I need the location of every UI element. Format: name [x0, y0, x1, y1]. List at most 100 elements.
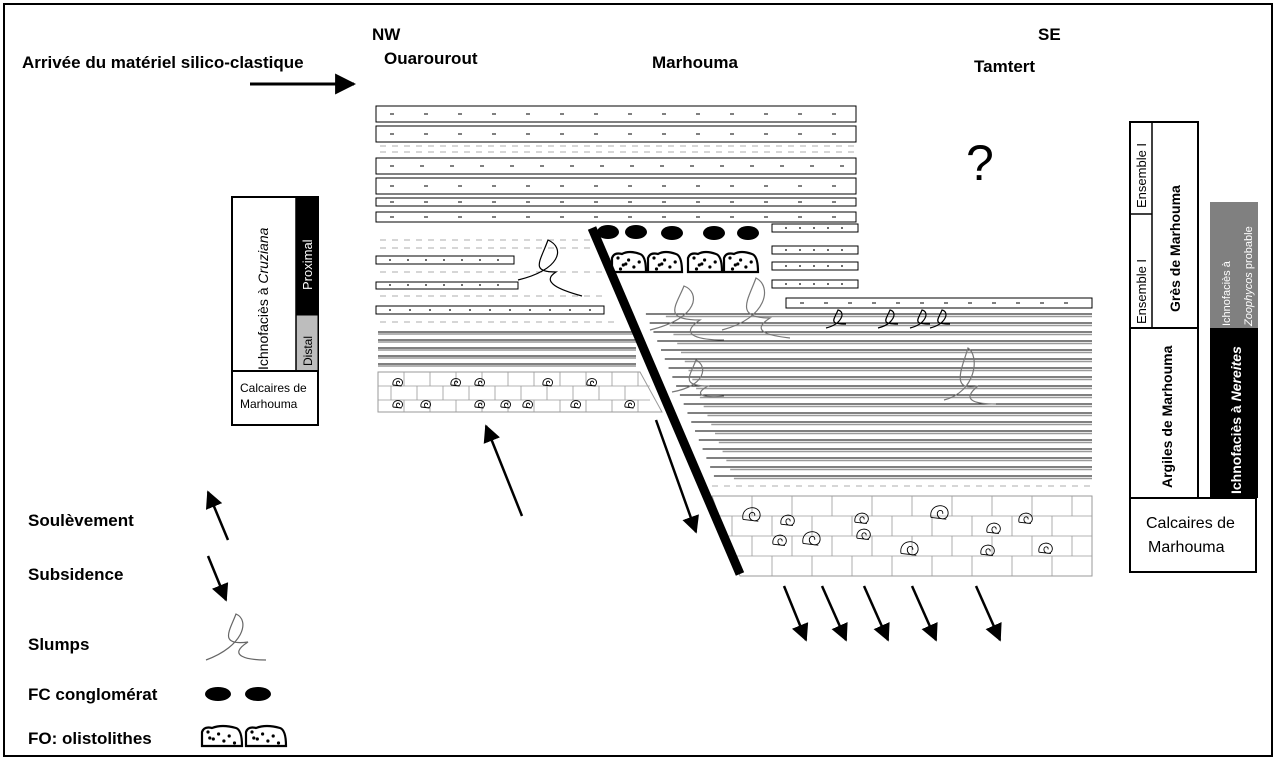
bed-dot — [799, 227, 801, 229]
subsidence-arrow-1 — [784, 586, 806, 640]
olistolith-block — [648, 252, 682, 272]
left-calcaires-line2: Marhouma — [240, 397, 298, 411]
subsidence-arrow-3 — [864, 586, 888, 640]
legend-fc-label: FC conglomérat — [28, 685, 158, 704]
unknown-question-mark: ? — [966, 135, 994, 191]
legend: Soulèvement Subsidence Slumps FC conglom… — [28, 492, 286, 748]
pebble — [661, 226, 683, 240]
bed-dot — [841, 227, 843, 229]
legend-pebble-symbol — [245, 687, 271, 701]
subsidence-arrow-5 — [976, 586, 1000, 640]
argiles-label: Argiles de Marhouma — [1159, 345, 1175, 488]
bed-dot — [785, 265, 787, 267]
olistolith-grain — [212, 737, 215, 740]
slump-marhouma-3 — [672, 360, 724, 397]
nw-block-beds — [376, 240, 636, 366]
left-ichno-column: Ichnofaciès à Cruziana Proximal Distal C… — [232, 197, 318, 425]
olistolith-grain — [217, 732, 220, 735]
ensemble-label-upper: Ensemble I — [1134, 143, 1149, 208]
pebble — [737, 226, 759, 240]
bed-dot — [785, 227, 787, 229]
olistolith-grain — [261, 732, 264, 735]
legend-subsidence-label: Subsidence — [28, 565, 123, 584]
bed-dot — [425, 284, 427, 286]
cruziana-label: Ichnofaciès à Cruziana — [255, 227, 271, 370]
zoophycos-label-line1: Ichnofaciès à — [1221, 260, 1233, 326]
legend-pebble-symbol — [205, 687, 231, 701]
olistolith-grain — [256, 737, 259, 740]
sand-bed — [772, 262, 858, 270]
olistolith-grain — [277, 741, 280, 744]
olistolith-grain — [708, 265, 711, 268]
right-litho-column: Ensemble I Ensemble I Grès de Marhouma A… — [1130, 122, 1258, 572]
bed-dot — [813, 249, 815, 251]
nereites-label: Ichnofaciès à Nereites — [1228, 346, 1244, 494]
bed-dot — [841, 265, 843, 267]
bed-dot — [469, 309, 471, 311]
gres-label: Grès de Marhouma — [1167, 185, 1183, 312]
bed-dot — [785, 249, 787, 251]
uplift-arrow — [486, 426, 522, 516]
olistolith-grain — [703, 258, 706, 261]
bed-dot — [841, 249, 843, 251]
bed-dot — [425, 259, 427, 261]
right-calcaires-box — [1130, 498, 1256, 572]
sand-bed — [772, 246, 858, 254]
pebble — [625, 225, 647, 239]
sand-bed — [786, 298, 1092, 308]
legend-slumps-label: Slumps — [28, 635, 89, 654]
arrival-label: Arrivée du matériel silico-clastique — [22, 53, 304, 72]
olistolith-grain — [714, 260, 717, 263]
legend-olistolith-symbol — [202, 726, 286, 746]
bed-dot — [407, 284, 409, 286]
olistolith-grain — [695, 267, 698, 270]
ensemble-label-lower: Ensemble I — [1134, 259, 1149, 324]
bed-dot — [479, 259, 481, 261]
bed-dot — [443, 284, 445, 286]
bed-dot — [827, 265, 829, 267]
sandstone-bed — [376, 212, 856, 222]
distal-label: Distal — [301, 336, 315, 366]
bed-dot — [429, 309, 431, 311]
olistolith-grain — [700, 262, 703, 265]
olistolith-block — [688, 252, 722, 272]
bed-dot — [569, 309, 571, 311]
slump-tamtert — [944, 348, 996, 404]
olistolith-block — [612, 252, 646, 272]
bed-dot — [489, 309, 491, 311]
olistolith-grain — [619, 267, 622, 270]
olistolith-grain — [663, 258, 666, 261]
olistolith-grain — [728, 256, 731, 259]
bed-dot — [389, 259, 391, 261]
locality-ouarourout: Ouarourout — [384, 49, 478, 68]
bed-dot — [827, 227, 829, 229]
sand-lens — [376, 256, 514, 264]
proximal-label: Proximal — [300, 239, 315, 290]
olistolith-grain — [272, 734, 275, 737]
bed-dot — [497, 284, 499, 286]
bed-dot — [479, 284, 481, 286]
fc-conglomerate-pebbles — [597, 225, 759, 240]
legend-subsidence-symbol — [208, 556, 226, 600]
olistolith-grain — [750, 260, 753, 263]
locality-marhouma: Marhouma — [652, 53, 739, 72]
sand-bed — [772, 280, 858, 288]
bed-dot — [449, 309, 451, 311]
pebble — [703, 226, 725, 240]
bed-dot — [799, 283, 801, 285]
sandstone-bed — [376, 126, 856, 142]
bed-dot — [813, 283, 815, 285]
se-label: SE — [1038, 25, 1061, 44]
olistolith-grain — [731, 267, 734, 270]
olistolith-grain — [668, 265, 671, 268]
right-calcaires-line1: Calcaires de — [1146, 515, 1235, 532]
olistolith-grain — [616, 256, 619, 259]
bed-dot — [409, 309, 411, 311]
bed-dot — [509, 309, 511, 311]
legend-uplift-symbol — [208, 492, 228, 540]
olistolith-grain — [624, 262, 627, 265]
sandstone-bed — [376, 198, 856, 206]
bed-dot — [461, 259, 463, 261]
bed-dot — [827, 283, 829, 285]
